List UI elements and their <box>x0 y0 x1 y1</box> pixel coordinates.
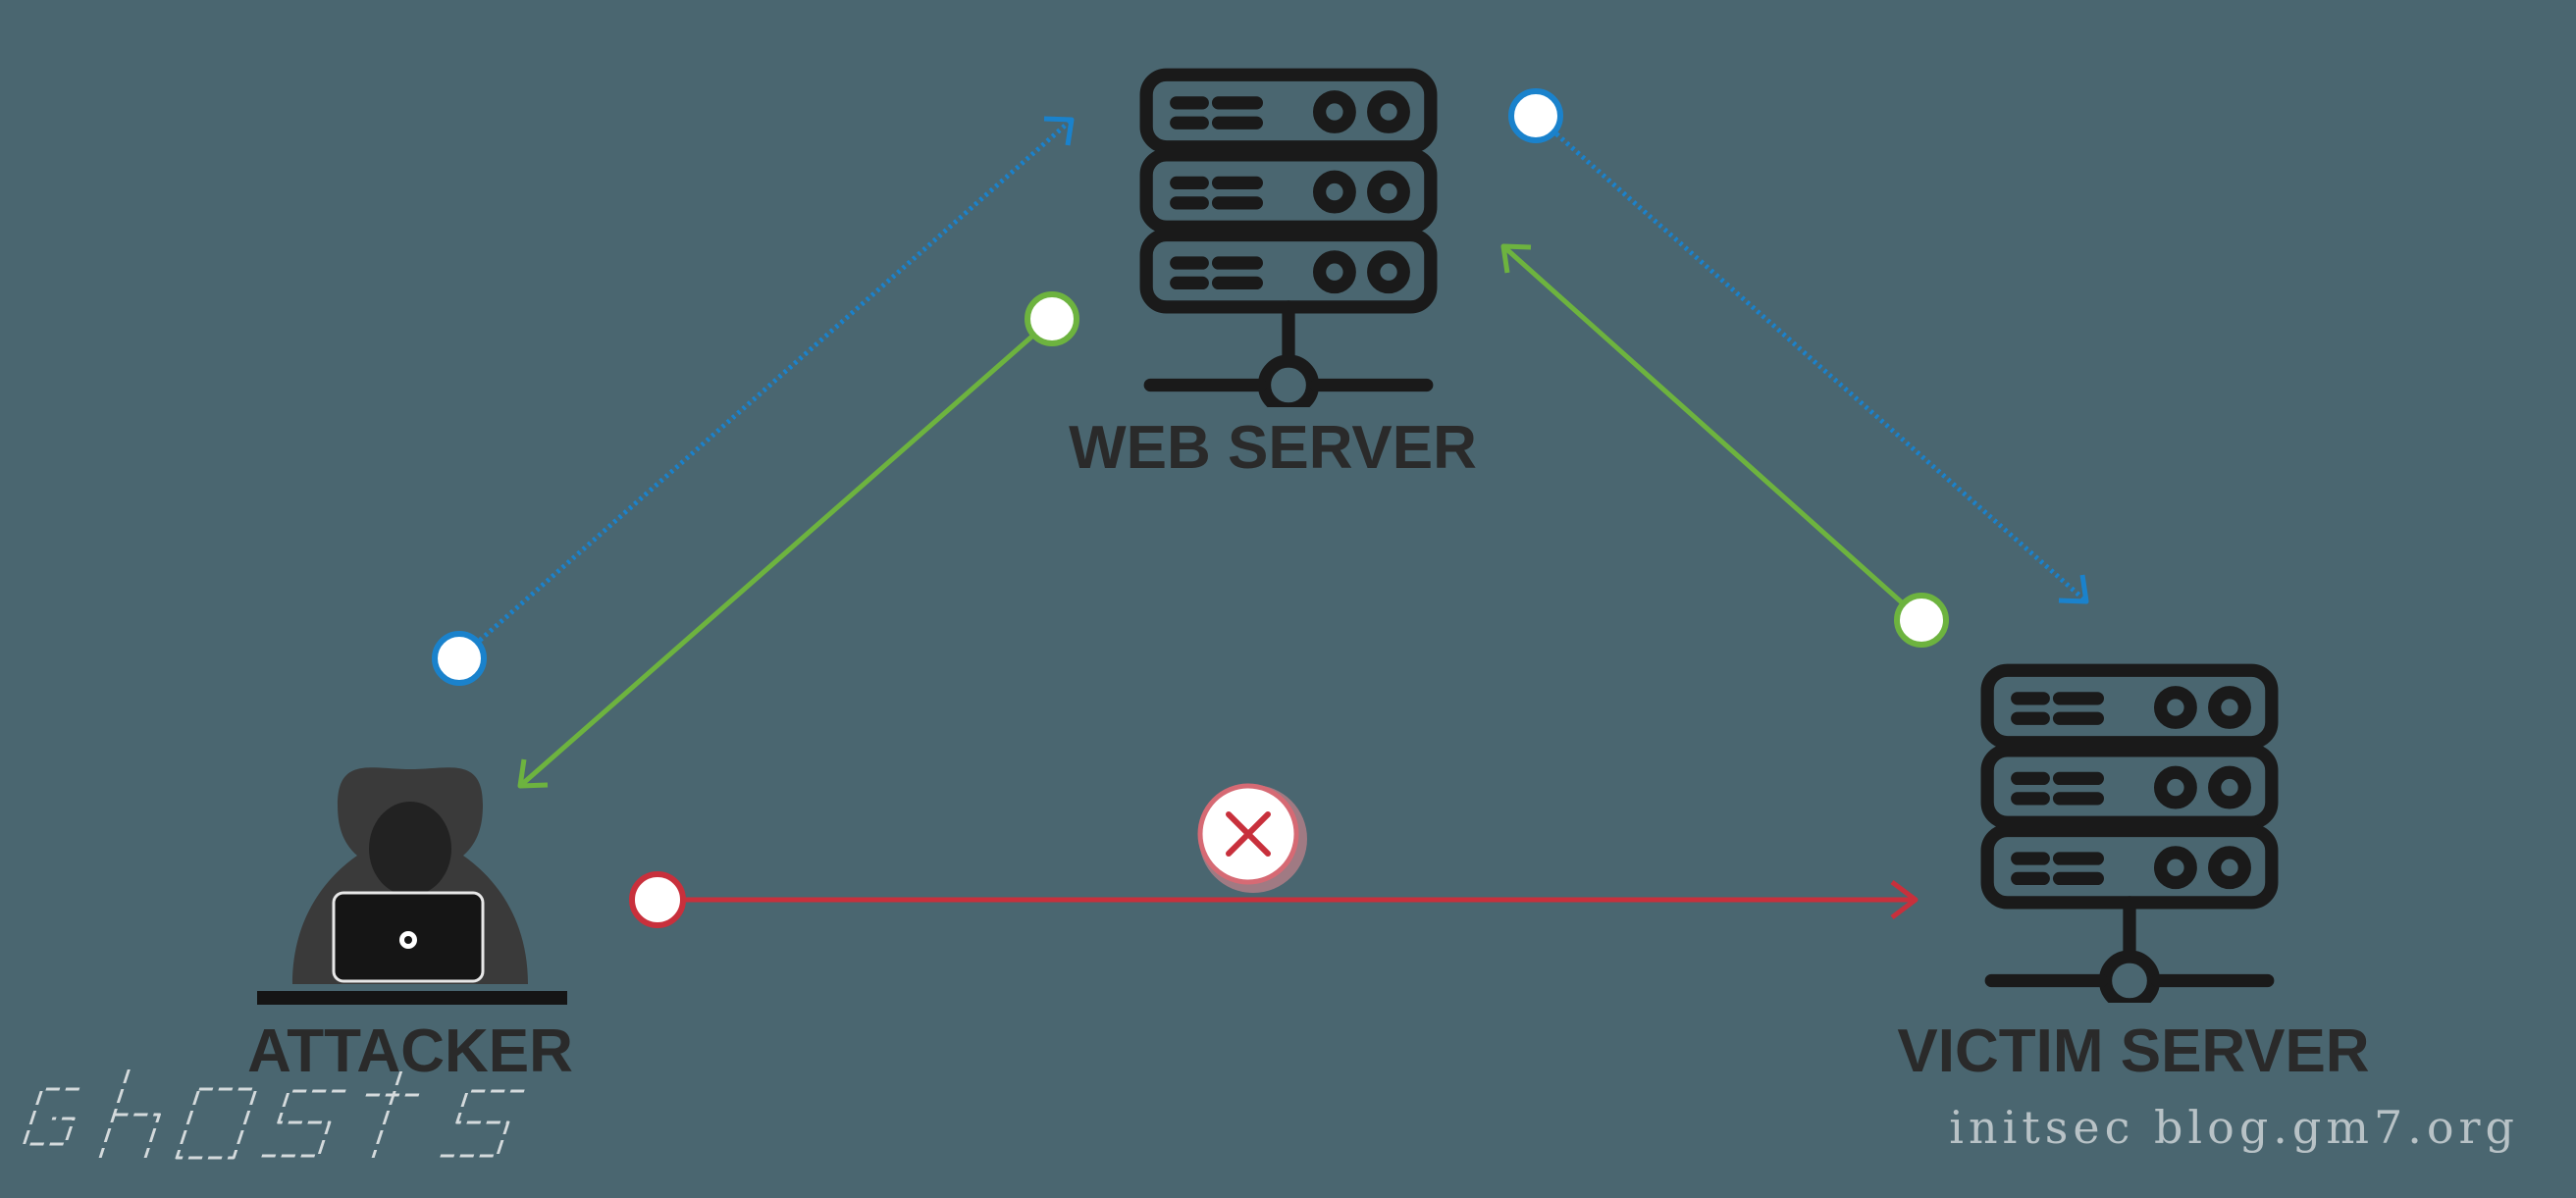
edge-web-server-to-attacker <box>517 291 1079 789</box>
edge-attacker-to-web-server <box>432 116 1075 686</box>
edge-web-server-to-victim-server <box>1508 88 2089 604</box>
node-attacker: ATTACKER <box>247 767 573 1085</box>
edge-start-dot <box>629 871 686 928</box>
edge-start-dot <box>1025 291 1079 346</box>
edge-victim-server-to-web-server <box>1500 243 1949 648</box>
node-web-server: WEB SERVER <box>1069 75 1477 482</box>
ghosts-logo <box>23 1069 525 1160</box>
node-label-victim-server: VICTIM SERVER <box>1897 1017 2369 1085</box>
edge-start-dot <box>1508 88 1563 143</box>
edge-attacker-to-victim-server-blocked <box>629 871 1919 928</box>
watermark-text: initsec blog.gm7.org <box>1949 1101 2519 1154</box>
node-label-web-server: WEB SERVER <box>1069 414 1477 482</box>
node-label-attacker: ATTACKER <box>247 1017 573 1085</box>
blocked-x-icon <box>1197 783 1307 893</box>
hooded-hacker-icon <box>257 767 567 1005</box>
edge-start-dot <box>1894 593 1949 648</box>
edge-start-dot <box>432 631 487 686</box>
node-victim-server: VICTIM SERVER <box>1897 670 2370 1085</box>
